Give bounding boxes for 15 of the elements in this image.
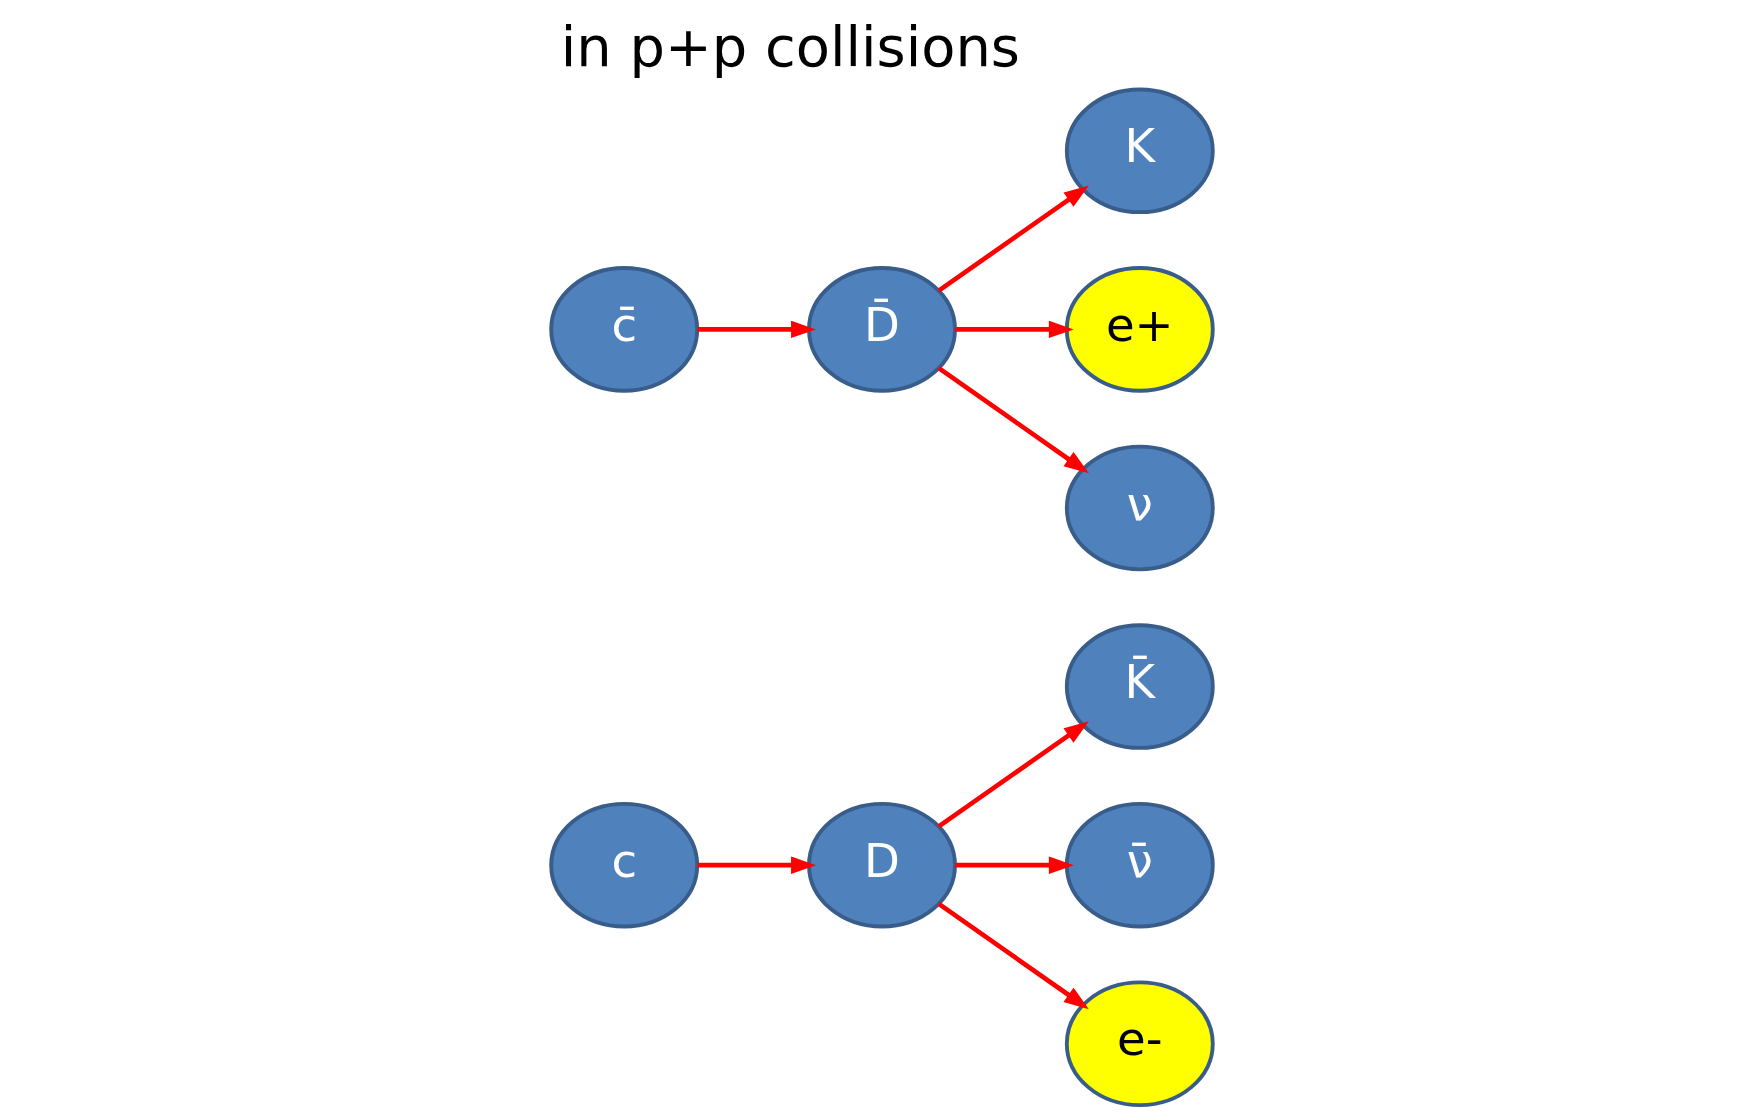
node-ellipse: c <box>548 801 699 929</box>
arrow <box>937 366 1089 474</box>
node-ellipse: D <box>806 801 957 929</box>
arrow <box>937 721 1089 829</box>
arrow <box>954 320 1074 339</box>
diagram-title: in p+p collisions <box>560 13 1020 79</box>
node-ellipse: ν̄ <box>1064 801 1215 929</box>
arrow <box>696 320 816 339</box>
arrow <box>937 185 1089 293</box>
node-ellipse: c̄ <box>548 266 699 393</box>
arrow <box>954 856 1074 874</box>
node-ellipse: e+ <box>1064 266 1215 393</box>
arrow <box>937 902 1089 1010</box>
node-ellipse: D̄ <box>806 266 957 393</box>
arrow <box>696 856 816 874</box>
